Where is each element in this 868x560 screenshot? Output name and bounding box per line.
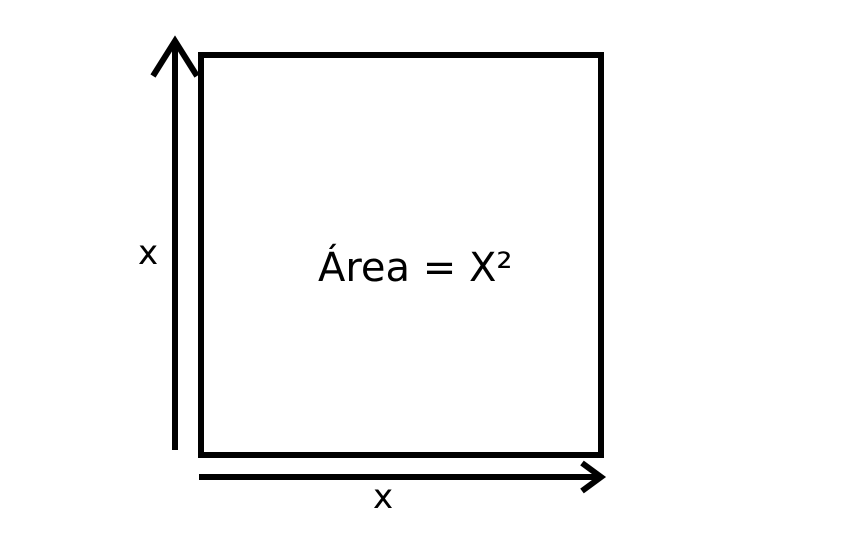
horizontal-arrow-head — [580, 460, 607, 494]
bottom-side-label: x — [373, 477, 394, 517]
square-shape — [198, 52, 604, 458]
left-side-label: x — [138, 233, 159, 273]
vertical-arrow-head — [150, 35, 200, 78]
area-formula: Área = X² — [318, 245, 513, 291]
